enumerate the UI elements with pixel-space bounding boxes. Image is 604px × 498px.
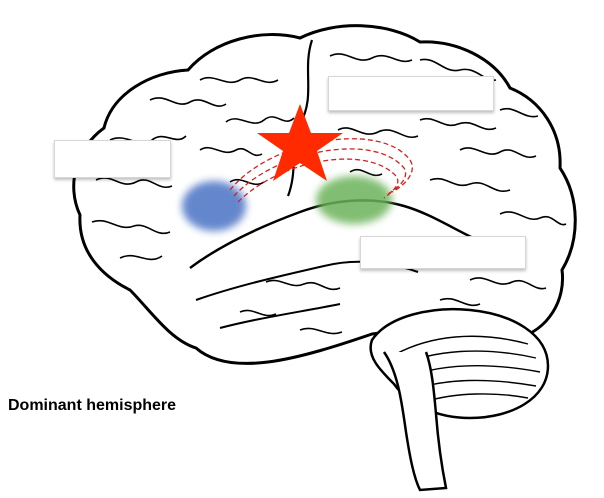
brainstem: [382, 351, 448, 492]
broca-area: [182, 181, 246, 231]
label-box-bottom[interactable]: [360, 236, 526, 269]
star-icon: [257, 104, 343, 181]
wernicke-area: [316, 176, 392, 224]
label-box-left[interactable]: [54, 140, 171, 178]
hemisphere-caption: Dominant hemisphere: [8, 397, 177, 414]
temporal-lobe-fold: [219, 303, 341, 329]
label-box-top[interactable]: [328, 76, 494, 111]
arcuate-fasciculus: [229, 138, 413, 203]
